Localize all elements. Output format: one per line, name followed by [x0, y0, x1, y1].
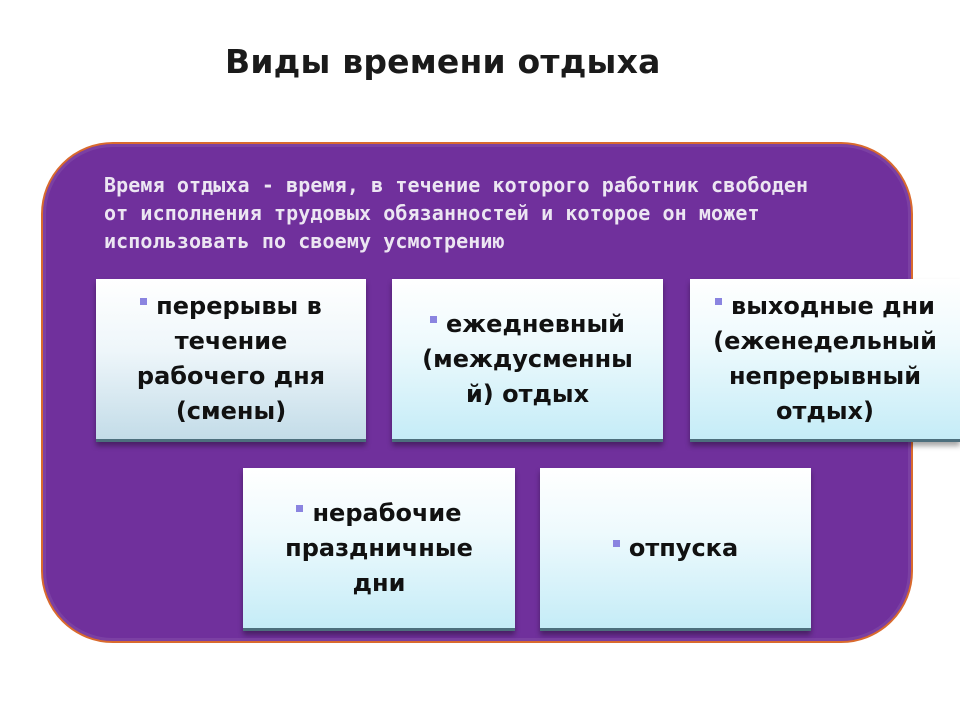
rest-type-box-daily: ежедневный (междусменный) отдых — [392, 279, 663, 442]
box-content: перерывы в течение рабочего дня (смены) — [121, 289, 341, 429]
box-label: нерабочие праздничные дни — [285, 498, 473, 597]
bullet-icon — [296, 504, 304, 512]
rest-type-box-vacations: отпуска — [540, 468, 811, 631]
box-label: выходные дни (еженедельный непрерывный о… — [713, 292, 937, 425]
slide-title: Виды времени отдыха — [225, 42, 661, 81]
box-content: отпуска — [612, 531, 739, 566]
bullet-icon — [612, 539, 620, 547]
definition-text: Время отдыха - время, в течение которого… — [104, 173, 809, 253]
box-label: перерывы в течение рабочего дня (смены) — [136, 292, 326, 425]
bullet-icon — [140, 298, 148, 305]
box-label: отпуска — [628, 533, 739, 562]
rest-type-box-holidays: нерабочие праздничные дни — [243, 468, 515, 631]
rest-type-box-weekends: выходные дни (еженедельный непрерывный о… — [690, 279, 960, 442]
box-label: ежедневный (междусменный) отдых — [422, 309, 633, 408]
box-content: ежедневный (междусменный) отдых — [415, 307, 640, 412]
box-content: выходные дни (еженедельный непрерывный о… — [704, 289, 946, 429]
box-content: нерабочие праздничные дни — [274, 496, 484, 601]
bullet-icon — [715, 298, 723, 305]
rest-type-box-breaks: перерывы в течение рабочего дня (смены) — [96, 279, 366, 442]
bullet-icon — [430, 315, 438, 323]
